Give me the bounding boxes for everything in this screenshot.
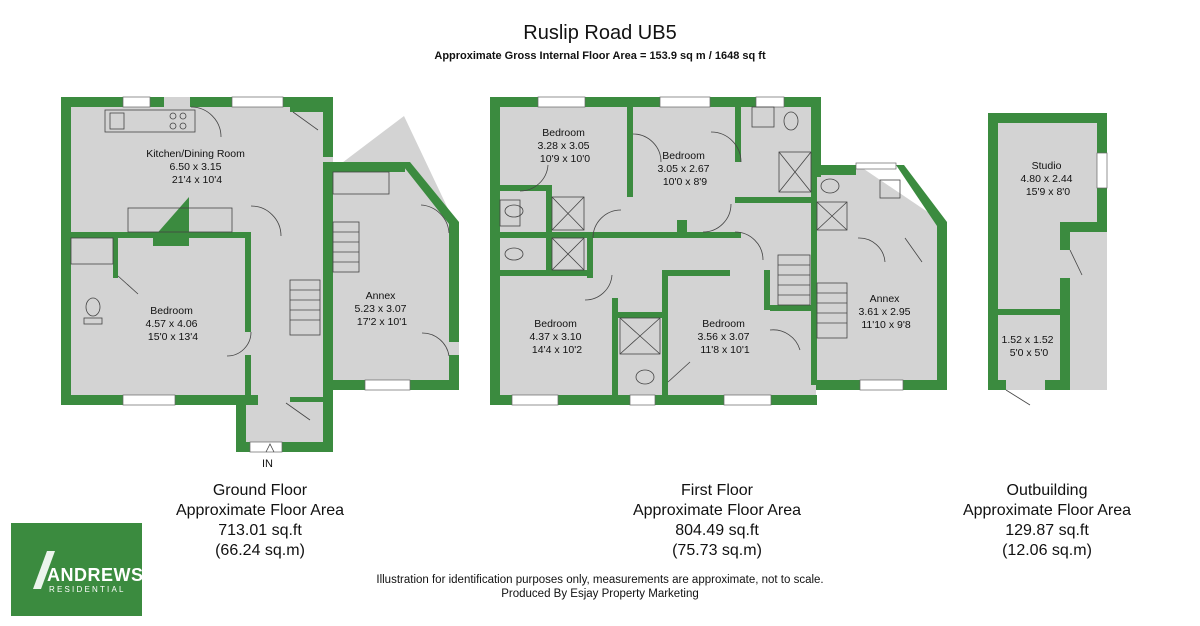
first-windows — [511, 96, 904, 406]
logo-subtitle: RESIDENTIAL — [49, 585, 126, 594]
ground-fixtures — [70, 106, 450, 453]
floor-area-sqft: 713.01 sq.ft — [218, 522, 302, 539]
ground-walls — [61, 97, 459, 452]
outbuilding-doors — [1005, 249, 1083, 406]
first-walls — [490, 97, 947, 405]
andrews-logo: ANDREWS RESIDENTIAL — [11, 523, 144, 616]
logo-name: ANDREWS — [47, 565, 144, 585]
outbuilding-summary: Outbuilding Approximate Floor Area 129.8… — [947, 481, 1147, 561]
first-annex-label: Annex 3.61 x 2.95 11'10 x 9'8 — [859, 293, 914, 331]
floor-name: First Floor — [681, 482, 753, 499]
floor-name: Ground Floor — [212, 482, 308, 499]
entrance-label: IN — [262, 458, 273, 470]
ground-annex-label: Annex 5.23 x 3.07 17'2 x 10'1 — [355, 290, 410, 328]
ground-floor-summary: Ground Floor Approximate Floor Area 713.… — [160, 481, 360, 561]
ground-stairs — [290, 231, 359, 321]
first-bedroom-1-label: Bedroom 3.28 x 3.05 10'9 x 10'0 — [538, 127, 593, 165]
first-floor-summary: First Floor Approximate Floor Area 804.4… — [617, 481, 817, 561]
store-label: 1.52 x 1.52 5'0 x 5'0 — [1002, 334, 1057, 359]
outbuilding-plan: Studio 4.80 x 2.44 15'9 x 8'0 1.52 x 1.5… — [988, 113, 1108, 406]
first-bedroom-2-label: Bedroom 3.05 x 2.67 10'0 x 8'9 — [658, 150, 713, 188]
floor-name: Outbuilding — [1006, 482, 1088, 499]
ground-windows — [122, 96, 411, 453]
floor-area-sqm: (66.24 sq.m) — [215, 542, 305, 559]
outbuilding-walls — [988, 113, 1107, 390]
kitchen-dining-label: Kitchen/Dining Room 6.50 x 3.15 21'4 x 1… — [146, 148, 248, 186]
first-bedroom-4-label: Bedroom 3.56 x 3.07 11'8 x 10'1 — [698, 318, 753, 356]
floor-area-sqm: (75.73 sq.m) — [672, 542, 762, 559]
floor-area-sqm: (12.06 sq.m) — [1002, 542, 1092, 559]
floor-area-sqft: 804.49 sq.ft — [675, 522, 759, 539]
ground-bedroom-label: Bedroom 4.57 x 4.06 15'0 x 13'4 — [146, 305, 201, 343]
outbuilding-windows — [1096, 152, 1108, 189]
first-floor-plan: Bedroom 3.28 x 3.05 10'9 x 10'0 Bedroom … — [490, 96, 947, 406]
ground-floor-plan: Kitchen/Dining Room 6.50 x 3.15 21'4 x 1… — [61, 96, 459, 453]
page-title: Ruslip Road UB5 — [523, 22, 677, 44]
floor-area-label: Approximate Floor Area — [632, 502, 802, 519]
disclaimer-line-2: Produced By Esjay Property Marketing — [501, 588, 699, 600]
first-fixtures — [499, 106, 923, 385]
page-subtitle: Approximate Gross Internal Floor Area = … — [434, 50, 766, 62]
disclaimer: Illustration for identification purposes… — [0, 573, 1200, 601]
studio-label: Studio 4.80 x 2.44 15'9 x 8'0 — [1021, 160, 1076, 198]
logo-mark-icon — [33, 551, 55, 589]
floor-area-sqft: 129.87 sq.ft — [1005, 522, 1089, 539]
outbuilding-fill — [988, 113, 1107, 390]
first-bedroom-3-label: Bedroom 4.37 x 3.10 14'4 x 10'2 — [530, 318, 585, 356]
floor-area-label: Approximate Floor Area — [962, 502, 1132, 519]
ground-floor-fill — [61, 97, 459, 450]
first-stairs — [778, 264, 847, 324]
disclaimer-line-1: Illustration for identification purposes… — [376, 574, 824, 586]
floor-area-label: Approximate Floor Area — [175, 502, 345, 519]
